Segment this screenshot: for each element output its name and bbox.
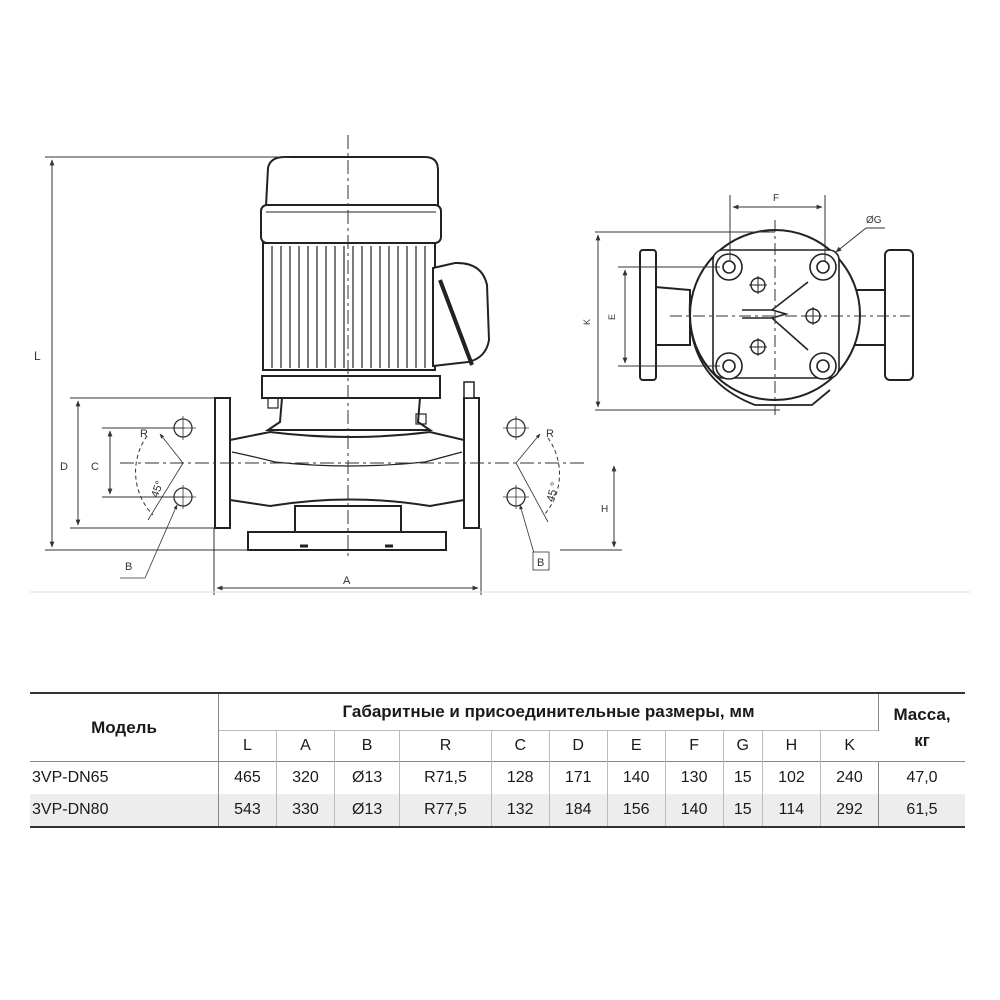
mass-header-line2: кг [914, 730, 930, 750]
motor-mount-screws [749, 276, 822, 356]
column-header-L: L [218, 730, 277, 762]
column-header-H: H [761, 730, 821, 762]
value-cell: 15 [722, 761, 763, 794]
column-header-C: C [490, 730, 550, 762]
label-A: A [343, 575, 351, 587]
model-header: Модель [30, 692, 219, 762]
motor-flange [261, 375, 441, 399]
value-cell: R71,5 [399, 761, 492, 794]
value-cell: 292 [819, 794, 879, 828]
column-header-E: E [606, 730, 666, 762]
top-view-inlet-flange [639, 249, 657, 381]
pump-casing [229, 430, 465, 508]
table-row: 3VP-DN80 543 330 Ø13 R77,5 132 184 156 1… [30, 794, 965, 828]
column-header-A: A [275, 730, 335, 762]
pump-dimension-drawing: L D C R 45° B A R 45 ° B H [30, 135, 970, 595]
pump-base [247, 505, 447, 551]
value-cell: 130 [664, 761, 724, 794]
value-cell: Ø13 [333, 794, 400, 828]
adapter-bracket [264, 397, 434, 431]
model-cell: 3VP-DN65 [30, 761, 219, 794]
label-B-right-box: B [532, 551, 550, 571]
y-ribs [742, 281, 809, 351]
label-E: E [607, 314, 617, 320]
terminal-box [432, 261, 491, 368]
value-cell: R77,5 [399, 794, 492, 828]
value-cell: 102 [761, 761, 821, 794]
value-cell: Ø13 [333, 761, 400, 794]
mass-cell: 61,5 [878, 794, 965, 828]
label-R-left: R [140, 428, 148, 440]
column-header-R: R [399, 730, 492, 762]
label-G: ØG [866, 215, 882, 226]
label-H: H [601, 504, 608, 515]
label-L: L [34, 349, 41, 363]
column-header-G: G [722, 730, 763, 762]
motor-fan-cover [260, 156, 442, 244]
mass-header-line1: Масса, [893, 704, 951, 724]
value-cell: 140 [664, 794, 724, 828]
motor-body [262, 242, 436, 371]
mass-header: Масса, кг [878, 692, 965, 762]
pump-top-view [639, 229, 914, 406]
label-F: F [773, 193, 779, 204]
value-cell: 140 [606, 761, 666, 794]
value-cell: 128 [490, 761, 550, 794]
value-cell: 184 [548, 794, 608, 828]
side-view-dimensions [45, 135, 622, 595]
value-cell: 465 [218, 761, 277, 794]
top-view-dimensions [595, 195, 910, 415]
column-header-D: D [548, 730, 608, 762]
label-D: D [60, 461, 68, 473]
label-B-right: B [537, 557, 544, 569]
column-header-F: F [664, 730, 724, 762]
value-cell: 320 [275, 761, 335, 794]
label-K: K [582, 319, 592, 325]
column-header-K: K [819, 730, 879, 762]
model-cell: 3VP-DN80 [30, 794, 219, 828]
label-angle-left: 45° [149, 479, 166, 499]
value-cell: 156 [606, 794, 666, 828]
value-cell: 171 [548, 761, 608, 794]
column-header-B: B [333, 730, 400, 762]
label-R-right: R [546, 428, 554, 440]
value-cell: 114 [761, 794, 821, 828]
vent-plug [463, 381, 475, 399]
top-view-outlet-flange [884, 249, 914, 381]
dimensions-group-header: Габаритные и присоединительные размеры, … [218, 692, 879, 731]
label-angle-right: 45 ° [545, 481, 562, 503]
pump-side-view [214, 156, 491, 551]
spec-table: Модель Габаритные и присоединительные ра… [30, 692, 965, 828]
mounting-holes [715, 253, 837, 380]
top-view-labels: F ØG K E [582, 193, 882, 325]
value-cell: 240 [819, 761, 879, 794]
label-B-left: B [125, 561, 132, 573]
side-view-labels: L D C R 45° B A R 45 ° B H [34, 349, 608, 587]
label-C: C [91, 461, 99, 473]
mass-cell: 47,0 [878, 761, 965, 794]
value-cell: 330 [275, 794, 335, 828]
left-flange-face [120, 416, 196, 579]
value-cell: 543 [218, 794, 277, 828]
value-cell: 15 [722, 794, 763, 828]
table-row: 3VP-DN65 465 320 Ø13 R71,5 128 171 140 1… [30, 761, 965, 794]
value-cell: 132 [490, 794, 550, 828]
right-flange-face [503, 416, 561, 561]
